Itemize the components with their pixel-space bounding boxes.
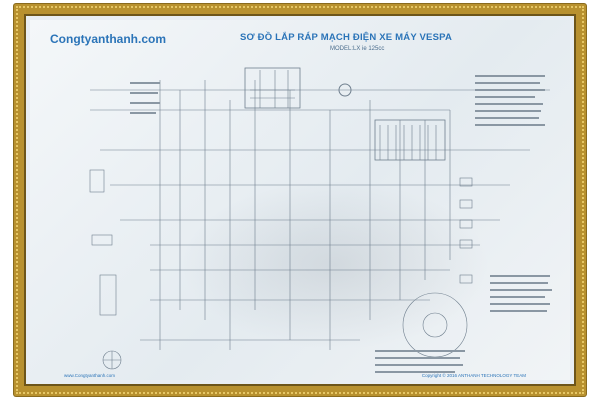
scooter-watermark xyxy=(180,180,490,350)
footer-website: www.Congtyanthanh.com xyxy=(64,373,116,378)
wiring-poster: Congtyanthanh.com SƠ ĐỒ LẮP RÁP MẠCH ĐIỆ… xyxy=(30,20,570,380)
picture-frame: Congtyanthanh.com SƠ ĐỒ LẮP RÁP MẠCH ĐIỆ… xyxy=(14,4,586,396)
wiring-diagram xyxy=(89,67,552,373)
poster-title: SƠ ĐỒ LẮP RÁP MẠCH ĐIỆN XE MÁY VESPA xyxy=(240,32,453,43)
footer-copyright: Copyright © 2016 ANTHANH TECHNOLOGY TEAM xyxy=(421,373,526,378)
model-label: MODEL:LX ie 125cc xyxy=(330,46,385,52)
brand-name: Congtyanthanh.com xyxy=(50,32,166,46)
